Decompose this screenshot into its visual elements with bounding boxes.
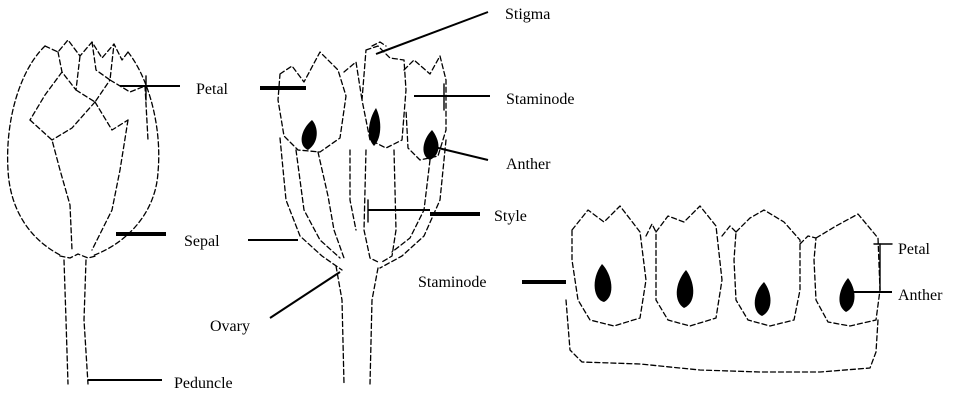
- label-anther-mid: Anther: [506, 156, 551, 173]
- anther-strip-1: [595, 264, 612, 302]
- label-bud-sepal: Sepal: [184, 233, 220, 250]
- leader-lines: [88, 12, 892, 380]
- label-ovary: Ovary: [210, 318, 250, 335]
- anther-right: [423, 130, 438, 160]
- label-style: Style: [494, 208, 527, 225]
- label-peduncle: Peduncle: [174, 375, 233, 392]
- flower-bud: [8, 40, 159, 384]
- label-staminode-top: Staminode: [506, 91, 574, 108]
- flower-longitudinal-section: [278, 42, 446, 384]
- opened-corolla: [566, 206, 880, 372]
- label-stigma: Stigma: [505, 6, 550, 23]
- anther-strip-4: [839, 278, 854, 312]
- anther-left: [302, 120, 317, 150]
- anther-strip-3: [755, 282, 771, 316]
- labels: Petal Sepal Peduncle Stigma Staminode An…: [174, 6, 943, 392]
- anther-strip-2: [677, 270, 694, 308]
- label-petal-right: Petal: [898, 241, 931, 258]
- label-bud-petal: Petal: [196, 81, 229, 98]
- anther-middle: [369, 108, 380, 146]
- label-staminode-right: Staminode: [418, 274, 486, 291]
- label-anther-right: Anther: [898, 287, 943, 304]
